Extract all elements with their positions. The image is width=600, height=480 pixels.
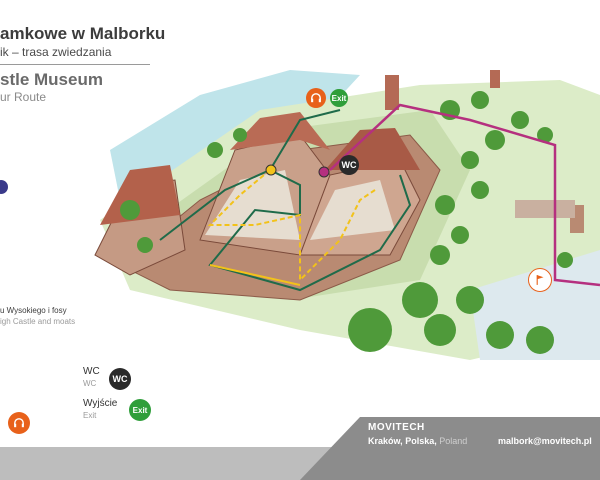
legend-exit-en: Exit <box>83 411 97 420</box>
footer-band <box>0 417 600 480</box>
route-marker-magenta <box>318 166 330 178</box>
trees <box>120 91 573 354</box>
title-divider <box>0 64 150 65</box>
route-magenta <box>329 103 600 287</box>
footer-country-pl: Polska, <box>405 436 437 446</box>
gate-bridge <box>515 200 575 218</box>
route-green-2 <box>269 109 341 171</box>
courtyard-2 <box>310 180 395 240</box>
route-yellow <box>207 169 376 283</box>
headphones-icon <box>306 88 326 108</box>
flag-icon <box>528 268 552 292</box>
west-roof <box>100 165 180 225</box>
legend-wc-en: WC <box>83 379 97 388</box>
high-castle-roof <box>230 112 330 150</box>
courtyard-1 <box>205 170 300 240</box>
wc-legend-icon: WC <box>109 368 131 390</box>
legend-exit-pl: Wyjście <box>83 398 118 409</box>
legend-moat-pl: u Wysokiego i fosy <box>0 306 67 315</box>
legend-wc-pl: WC <box>83 366 100 377</box>
footer-city: Kraków, <box>368 436 403 446</box>
tower-2 <box>490 70 500 88</box>
headphones-legend-icon <box>8 412 30 434</box>
subtitle-pl: ik – trasa zwiedzania <box>0 45 112 59</box>
title-en: stle Museum <box>0 70 103 89</box>
route-yellow-solid <box>209 264 301 286</box>
footer-country-en: Poland <box>439 436 468 446</box>
footer-brand: MOVITECH <box>368 422 425 433</box>
exit-legend-icon: Exit <box>129 399 151 421</box>
tower-1 <box>385 75 399 110</box>
footer-email-link[interactable]: malbork@movitech.pl <box>498 436 592 446</box>
route-green <box>159 168 412 292</box>
subtitle-en: ur Route <box>0 90 47 104</box>
route-marker-yellow <box>265 164 277 176</box>
footer-location: Kraków, Polska, Poland <box>368 436 467 446</box>
legend-dot-icon <box>0 180 8 194</box>
exit-badge-map: Exit <box>330 89 348 107</box>
legend-moat-en: igh Castle and moats <box>0 317 76 326</box>
title-pl: amkowe w Malborku <box>0 24 166 43</box>
wc-badge-map: WC <box>339 155 359 175</box>
